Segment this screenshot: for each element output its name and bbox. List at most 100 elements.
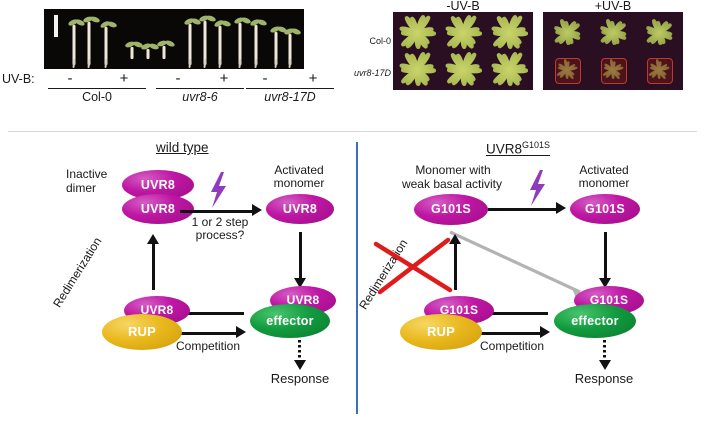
seedling-photograph xyxy=(44,9,304,69)
binding-arrow-head xyxy=(599,278,611,288)
stressed-plant-marker xyxy=(601,58,627,84)
response-label: Response xyxy=(574,371,634,386)
activation-arrow-line xyxy=(488,208,558,211)
binding-arrow-head xyxy=(294,278,306,288)
activation-arrow-head xyxy=(252,204,262,216)
competition-arrow-right-head xyxy=(236,326,246,338)
rosette-plant xyxy=(443,13,483,53)
basal-monomer-caption-line2: weak basal activity xyxy=(401,177,503,191)
rosette-plant xyxy=(489,50,529,90)
protein-rup: RUP xyxy=(400,314,482,350)
inactive-dimer-caption-line1: Inactive xyxy=(66,167,108,181)
response-arrow-head xyxy=(294,360,306,370)
protein-rup: RUP xyxy=(102,314,182,350)
step-process-label-line1: 1 or 2 step xyxy=(191,215,249,229)
protein-effector: effector xyxy=(250,304,330,338)
activated-monomer-caption-line1: Activated xyxy=(274,163,324,177)
panel-title-base: UVR8 xyxy=(486,141,523,157)
rosette-plant xyxy=(552,18,582,48)
uvb-sign: + xyxy=(308,70,318,87)
scale-bar xyxy=(54,15,58,37)
uvb-sign: - xyxy=(262,70,268,87)
genotype-rule xyxy=(246,88,334,89)
genotype-label-col0: Col-0 xyxy=(82,90,112,104)
protein-label: UVR8 xyxy=(286,293,320,307)
protein-label: UVR8 xyxy=(140,201,176,216)
top-photo-section: UV-B: - + - + - + Col-0 uvr8-6 uvr8-17D … xyxy=(0,0,705,124)
response-dotted-line xyxy=(603,340,606,362)
rosette-row-label-uvr8-17D: uvr8-17D xyxy=(353,68,391,78)
binding-arrow-line xyxy=(604,232,607,280)
uvb-sign: - xyxy=(175,70,181,87)
genotype-rule xyxy=(156,88,244,89)
rosette-plant xyxy=(397,50,437,90)
protein-label: RUP xyxy=(127,324,157,339)
rosette-plant xyxy=(598,18,628,48)
rosette-row-label-col0: Col-0 xyxy=(369,36,391,46)
rosette-header-minus-uvb: -UV-B xyxy=(446,0,480,13)
competition-arrow-right-head xyxy=(540,326,550,338)
rosette-plant xyxy=(644,18,674,48)
rosette-plant xyxy=(397,13,437,53)
protein-g101s-activated-monomer: G101S xyxy=(570,194,640,224)
basal-monomer-caption-line1: Monomer with xyxy=(415,163,491,177)
competition-arrow-left-line xyxy=(480,312,548,315)
competition-arrow-right-line xyxy=(476,332,542,335)
protein-label: G101S xyxy=(585,201,625,216)
rosette-panel-minus-uvb xyxy=(393,12,533,90)
genotype-label-uvr8-17D: uvr8-17D xyxy=(264,90,316,104)
redimerization-label: Redimerization xyxy=(50,234,105,310)
stressed-plant-marker xyxy=(647,58,673,84)
panel-title-mutant: UVR8G101S xyxy=(486,140,550,157)
redimerization-arrow-line xyxy=(152,242,155,290)
step-process-label-line2: process? xyxy=(195,228,245,242)
competition-label: Competition xyxy=(175,339,241,353)
activated-monomer-caption-line2: monomer xyxy=(578,176,630,190)
panel-title-superscript: G101S xyxy=(522,140,551,150)
protein-label: G101S xyxy=(431,202,471,216)
genotype-label-uvr8-6: uvr8-6 xyxy=(182,90,218,104)
competition-arrow-right-line xyxy=(172,332,238,335)
response-dotted-line xyxy=(298,340,301,362)
protein-effector: effector xyxy=(554,304,636,338)
protein-label: effector xyxy=(266,313,314,328)
redimerization-arrow-head xyxy=(449,234,461,244)
stressed-plant-marker xyxy=(555,58,581,84)
uvb-treatment-row: UV-B: - + - + - + Col-0 uvr8-6 uvr8-17D xyxy=(0,70,360,104)
binding-arrow-line xyxy=(299,232,302,280)
redimerization-arrow-line xyxy=(454,242,457,290)
competition-arrow-left-line xyxy=(176,312,244,315)
section-divider xyxy=(8,131,697,132)
protein-label: G101S xyxy=(589,293,629,307)
rosette-plant xyxy=(489,13,529,53)
activation-arrow-head xyxy=(556,202,566,214)
uvb-sign: + xyxy=(219,70,229,87)
activated-monomer-caption-line2: monomer xyxy=(273,176,325,190)
response-label: Response xyxy=(270,371,330,386)
panel-title-wild-type: wild type xyxy=(156,140,209,155)
activation-arrow-line xyxy=(180,210,254,213)
protein-uvr8-activated-monomer: UVR8 xyxy=(266,194,334,224)
rosette-panel-plus-uvb xyxy=(543,12,683,90)
protein-label: G101S xyxy=(439,303,479,317)
uvb-sign: - xyxy=(67,70,73,87)
blocked-cross-icon xyxy=(373,237,453,295)
inactive-dimer-caption-line2: dimer xyxy=(66,181,97,195)
protein-label: UVR8 xyxy=(140,303,174,317)
competition-label: Competition xyxy=(479,339,545,353)
rosette-header-plus-uvb: +UV-B xyxy=(594,0,632,13)
diagram-panel-mutant: UVR8G101S Monomer with weak basal activi… xyxy=(356,136,703,426)
response-arrow-head xyxy=(599,360,611,370)
uvb-axis-label: UV-B: xyxy=(2,72,35,86)
protein-label: UVR8 xyxy=(140,177,176,192)
rosette-plant xyxy=(443,50,483,90)
protein-label: effector xyxy=(571,313,619,328)
uv-b-lightning-bolt-icon xyxy=(530,170,545,206)
diagram-panel-wild-type: wild type Inactive dimer UVR8 UVR8 1 or … xyxy=(4,136,354,426)
uv-b-lightning-bolt-icon xyxy=(211,172,226,208)
protein-uvr8-dimer-bottom: UVR8 xyxy=(122,194,194,224)
protein-label: RUP xyxy=(426,324,456,339)
redimerization-arrow-head xyxy=(147,234,159,244)
panel-divider xyxy=(356,142,358,414)
genotype-rule xyxy=(48,88,146,89)
